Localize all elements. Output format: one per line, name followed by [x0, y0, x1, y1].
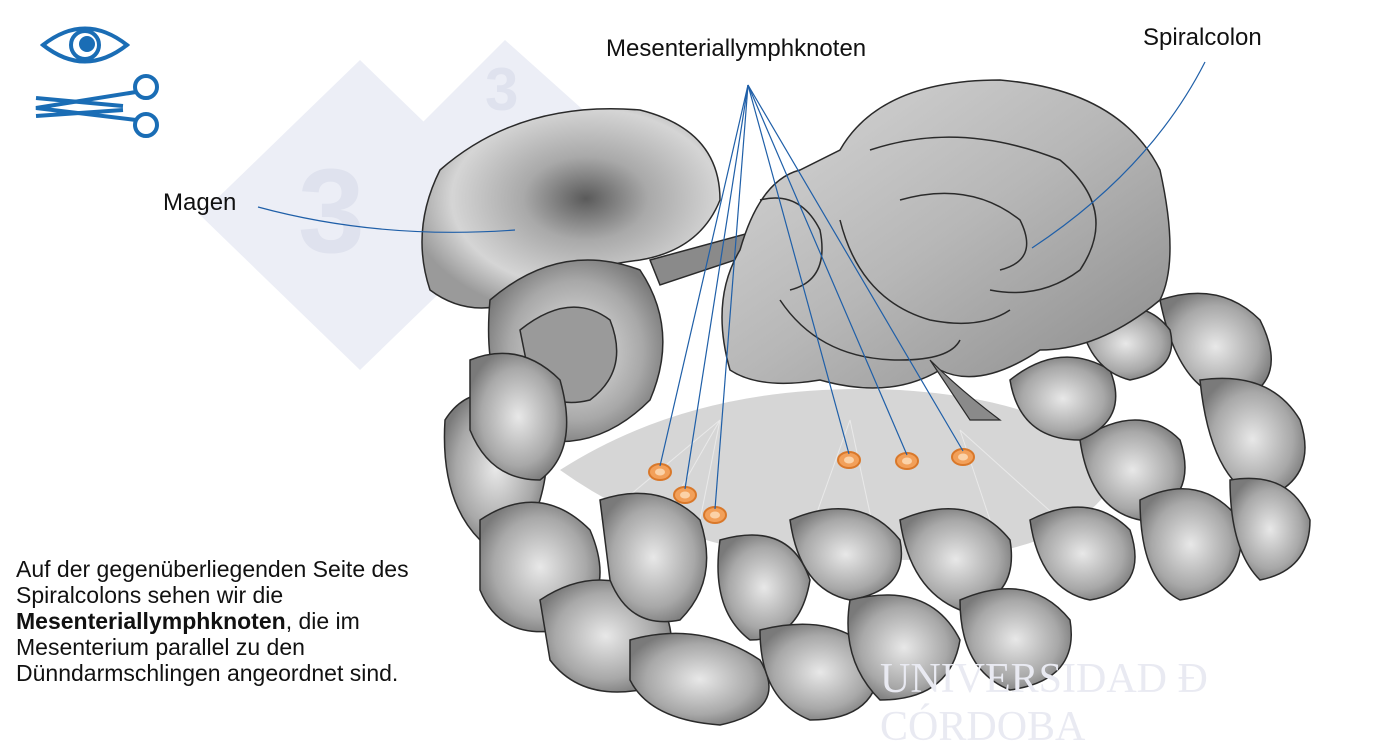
- small-intestine-loop: [899, 508, 1013, 611]
- spiral-colon: [721, 79, 1171, 389]
- leader-line-stomach: [257, 206, 516, 233]
- caption-bold-term: Mesenteriallymphknoten: [16, 608, 286, 634]
- small-intestine-loop: [629, 632, 770, 726]
- small-intestine-loop: [847, 594, 961, 701]
- watermark-digit-large: 3: [298, 144, 365, 278]
- jejunum-loop: [469, 352, 568, 481]
- leader-line-lymph-node: [747, 84, 908, 456]
- watermark-institution: UNIVERSIDAD Ð CÓRDOBA: [880, 656, 1208, 750]
- small-intestine-loop: [599, 492, 708, 623]
- small-intestine-loop: [1159, 292, 1272, 401]
- label-stomach: Magen: [163, 189, 237, 216]
- leader-line-lymph-node: [747, 84, 964, 452]
- small-intestine-loop: [959, 588, 1072, 691]
- label-lymph-nodes: Mesenteriallymphknoten: [606, 35, 867, 62]
- small-intestine-loop: [1009, 356, 1117, 441]
- leader-line-lymph-node: [684, 84, 749, 490]
- small-intestine-loop: [1229, 477, 1311, 581]
- small-intestine-loop: [717, 534, 811, 641]
- eye-icon: [40, 26, 130, 64]
- leader-line-lymph-node: [747, 84, 850, 455]
- scissors-icon: [35, 74, 159, 138]
- leader-line-lymph-node: [714, 84, 749, 510]
- leader-line-spiral-colon: [1031, 61, 1206, 249]
- caption-part2: , die im Mesenterium parallel zu den Dün…: [16, 608, 399, 686]
- watermark-digit-small: 3: [485, 56, 518, 123]
- label-spiral-colon: Spiralcolon: [1143, 24, 1262, 51]
- small-intestine-loop: [1139, 488, 1242, 601]
- small-intestine-loop: [1199, 377, 1306, 501]
- caption-text: Auf der gegenüberliegenden Seite des Spi…: [16, 556, 486, 686]
- small-intestine-loop: [789, 508, 903, 601]
- colon-fold: [929, 359, 1002, 421]
- caption-part1: Auf der gegenüberliegenden Seite des Spi…: [16, 556, 409, 608]
- small-intestine-loop: [1029, 506, 1136, 601]
- stomach: [421, 108, 721, 309]
- leader-line-lymph-node: [659, 84, 749, 467]
